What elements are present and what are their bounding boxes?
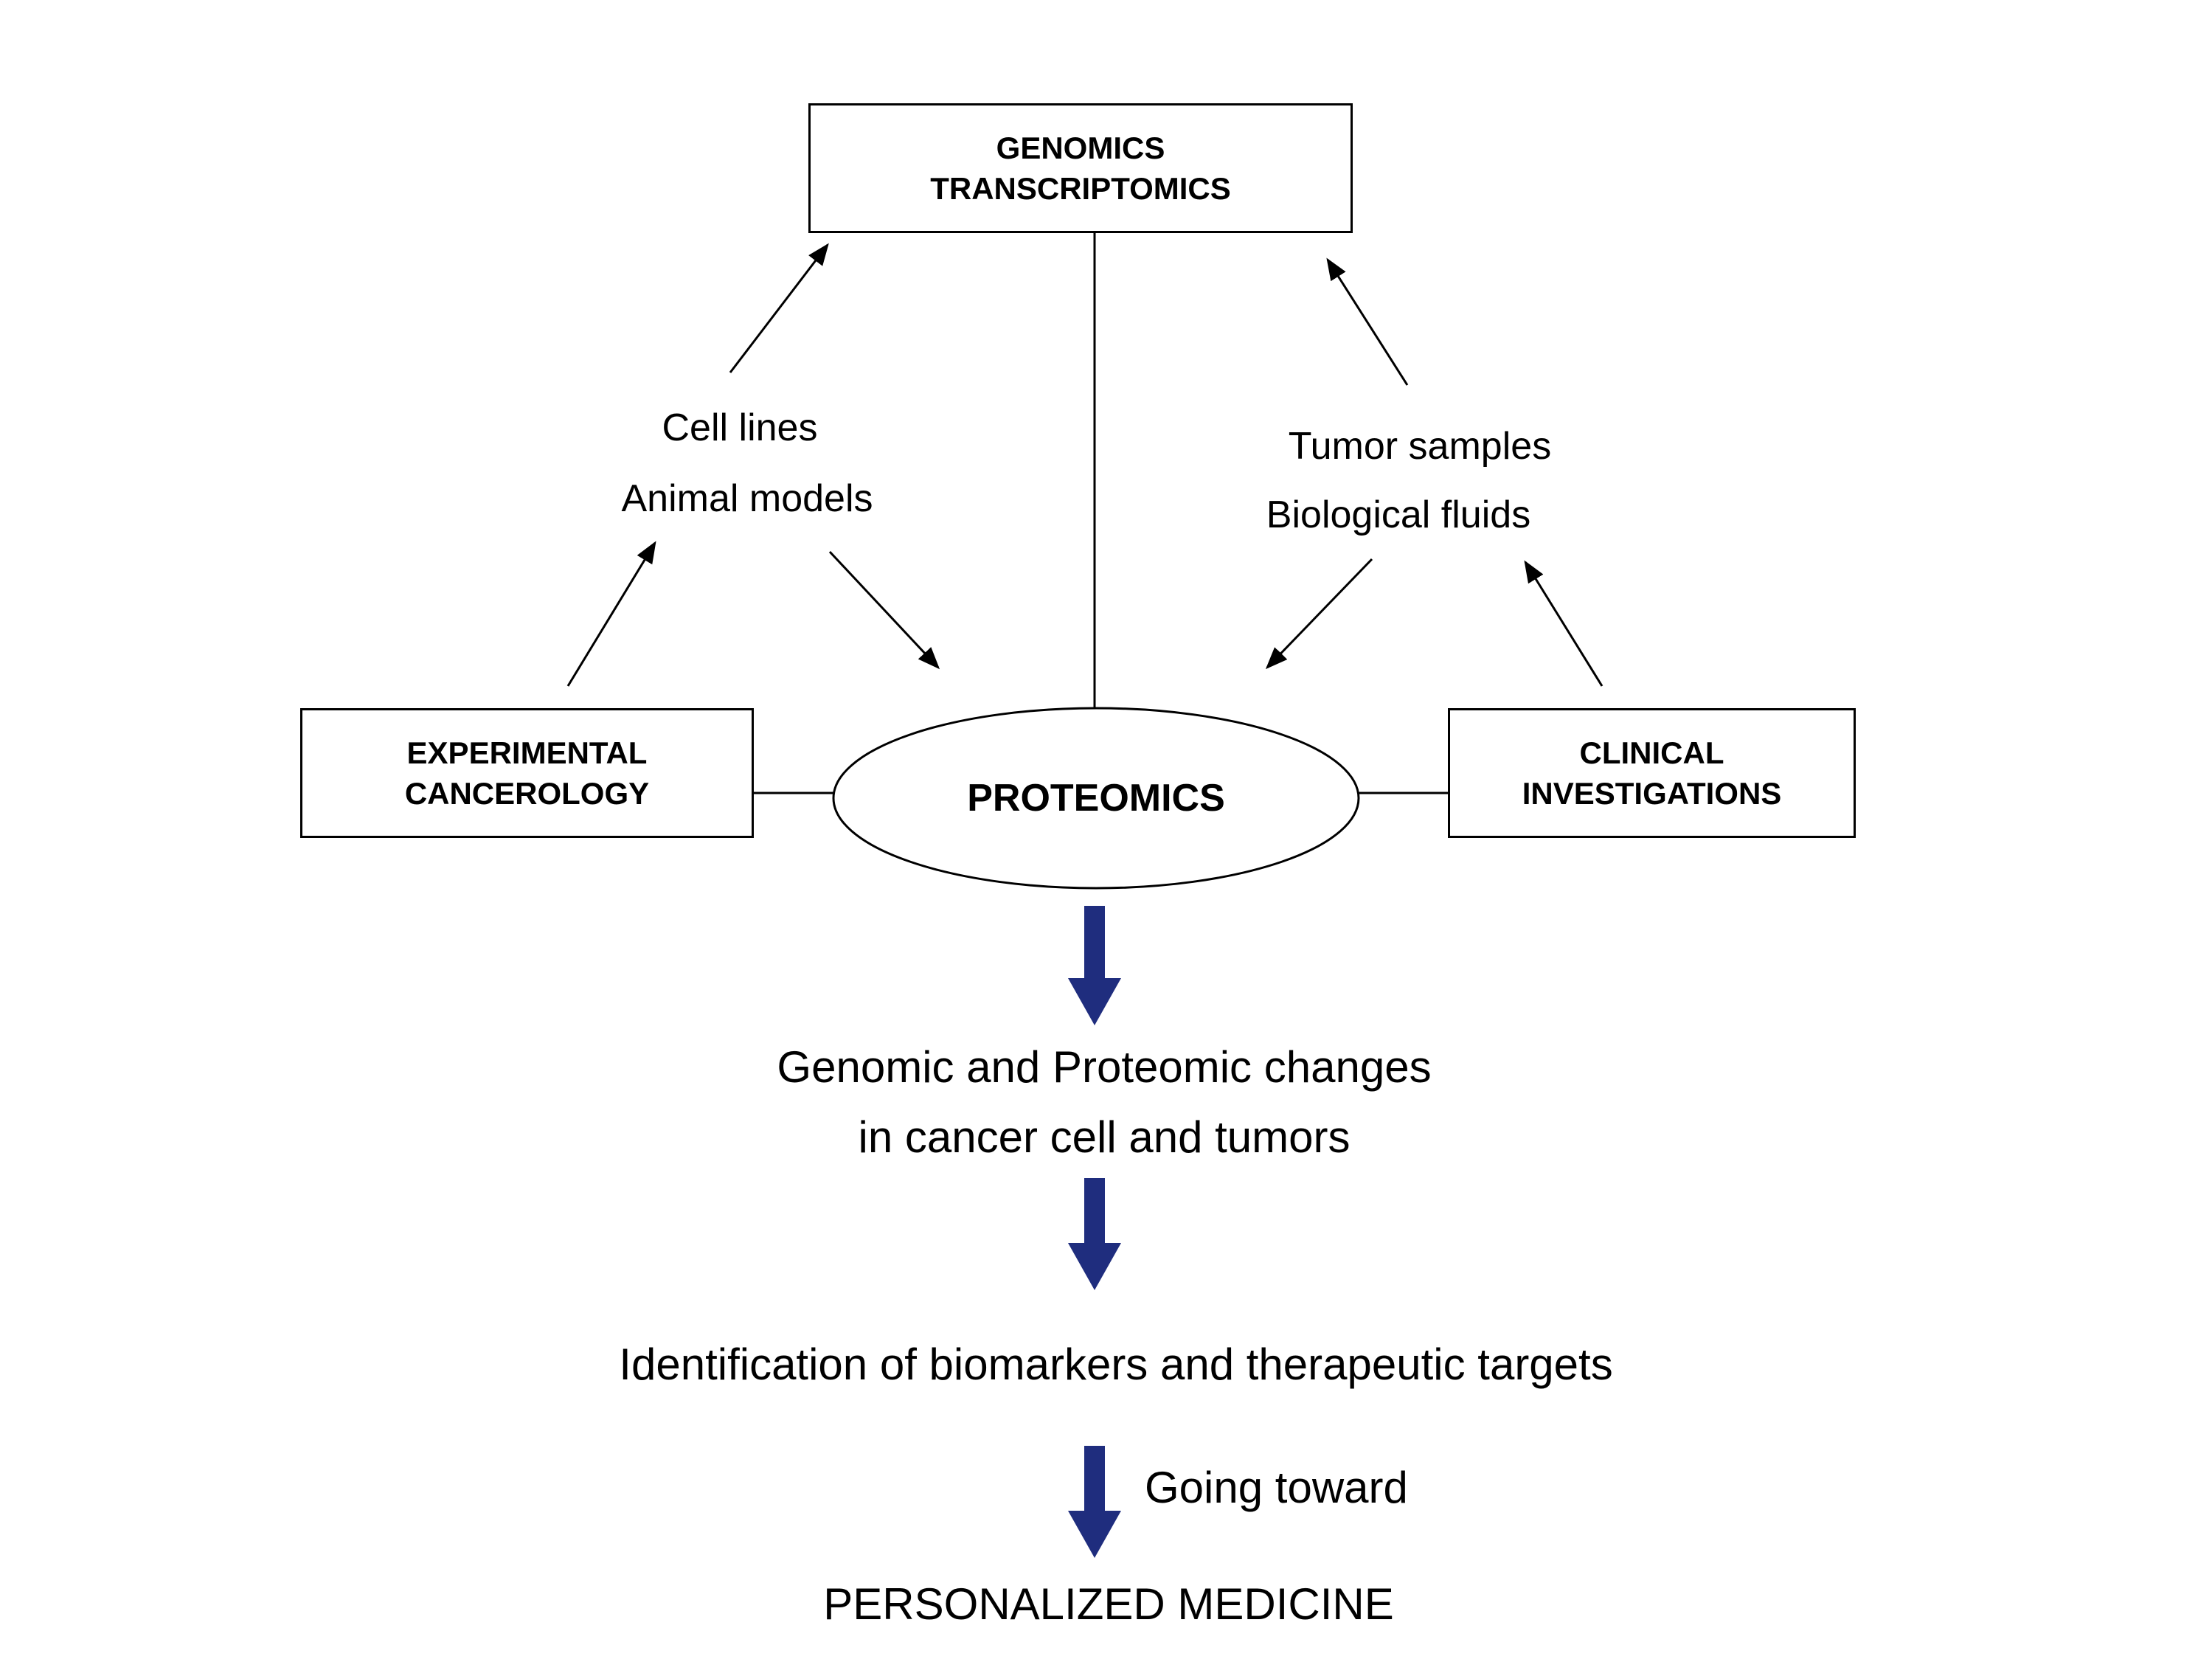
block-arrow-proteomics-to-changes xyxy=(1068,906,1121,1025)
genomic-proteomic-changes-text: Genomic and Proteomic changes in cancer … xyxy=(777,1033,1431,1173)
proteomics-ellipse xyxy=(832,707,1360,890)
experimental-box-line1: EXPERIMENTAL xyxy=(406,735,648,770)
models-to-proteomics-arrow xyxy=(828,550,940,670)
personalized-medicine-text: PERSONALIZED MEDICINE xyxy=(823,1579,1394,1629)
cell-lines-to-genomics-arrow xyxy=(729,243,829,373)
clinical-to-fluids-arrow xyxy=(1524,560,1603,687)
fluids-to-proteomics-arrow xyxy=(1265,558,1373,670)
genomics-box-line2: TRANSCRIPTOMICS xyxy=(930,171,1231,206)
biological-fluids-label: Biological fluids xyxy=(1266,493,1531,536)
clinical-box-line2: INVESTIGATIONS xyxy=(1522,776,1782,811)
genomics-box-line1: GENOMICS xyxy=(996,130,1165,165)
animal-models-label: Animal models xyxy=(621,477,873,520)
block-arrow-going-toward xyxy=(1068,1446,1121,1558)
experimental-to-models-arrow xyxy=(566,541,656,687)
experimental-box-line2: CANCEROLOGY xyxy=(404,776,650,811)
clinical-investigations-box: CLINICAL INVESTIGATIONS xyxy=(1448,708,1856,838)
tumor-samples-label: Tumor samples xyxy=(1288,425,1552,468)
identification-text: Identification of biomarkers and therape… xyxy=(619,1340,1613,1389)
going-toward-text: Going toward xyxy=(1145,1463,1408,1512)
genomics-transcriptomics-box: GENOMICS TRANSCRIPTOMICS xyxy=(808,103,1353,233)
tumor-samples-to-genomics-arrow xyxy=(1326,257,1409,386)
changes-text-line1: Genomic and Proteomic changes xyxy=(777,1042,1432,1092)
block-arrow-changes-to-identification xyxy=(1068,1178,1121,1290)
experimental-cancerology-box: EXPERIMENTAL CANCEROLOGY xyxy=(300,708,754,838)
changes-text-line2: in cancer cell and tumors xyxy=(858,1112,1351,1162)
proteomics-label: PROTEOMICS xyxy=(967,777,1225,820)
clinical-box-line1: CLINICAL xyxy=(1579,735,1724,770)
cell-lines-label: Cell lines xyxy=(662,406,818,449)
